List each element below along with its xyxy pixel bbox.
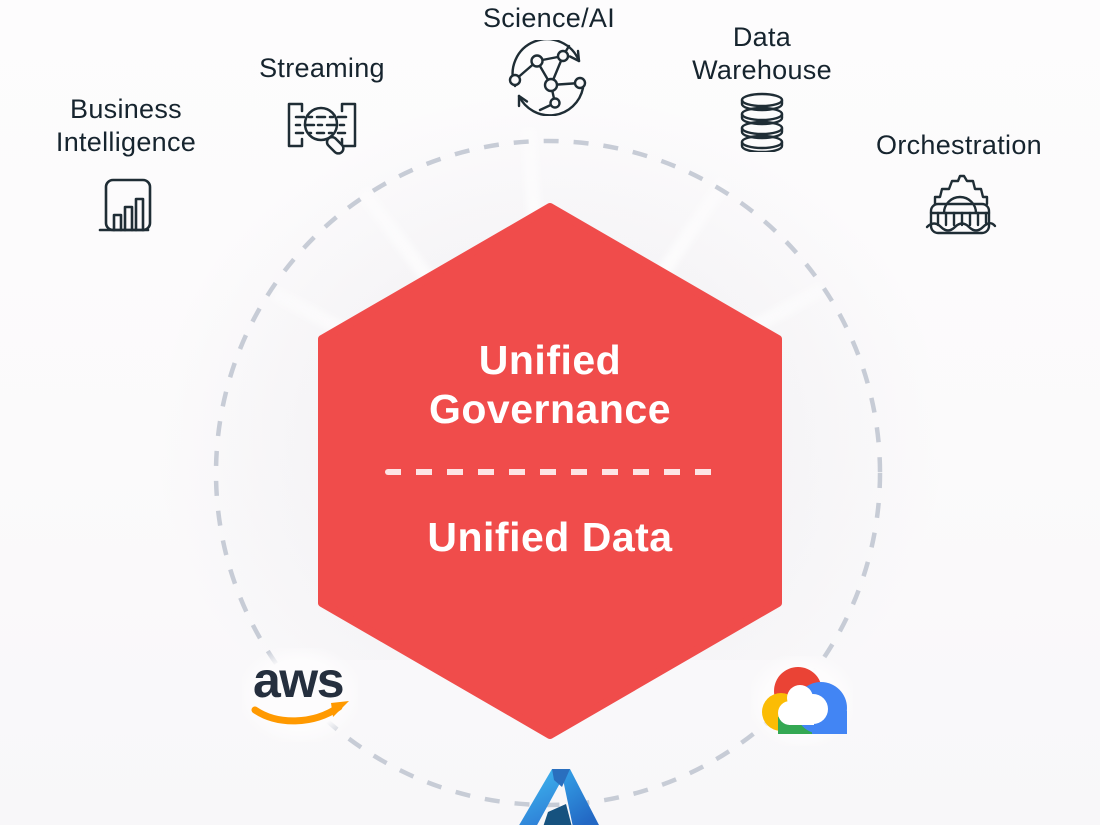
bar-chart-icon	[97, 175, 155, 242]
label-science-ai: Science/AI	[482, 3, 616, 33]
azure-logo	[510, 766, 602, 825]
hexagon-title-data: Unified Data	[427, 514, 673, 560]
label-data-warehouse: Data Warehouse	[692, 22, 832, 85]
aws-swoosh-arrow	[331, 701, 349, 717]
hexagon-title-governance: Unified Governance	[429, 337, 671, 432]
network-cycle-icon	[506, 37, 592, 121]
dashed-circle	[213, 138, 883, 808]
database-icon	[734, 92, 790, 157]
google-cloud-logo	[751, 656, 853, 746]
aws-swoosh	[251, 703, 343, 725]
aws-wordmark: aws	[253, 652, 343, 708]
hexagon-dashed-divider	[385, 469, 717, 475]
label-business-intelligence: Business Intelligence	[55, 94, 197, 157]
gear-bridge-icon	[923, 167, 997, 244]
aws-logo: aws	[242, 648, 358, 742]
label-streaming: Streaming	[259, 53, 385, 83]
stream-inspect-icon	[282, 94, 362, 161]
label-orchestration: Orchestration	[876, 130, 1042, 160]
